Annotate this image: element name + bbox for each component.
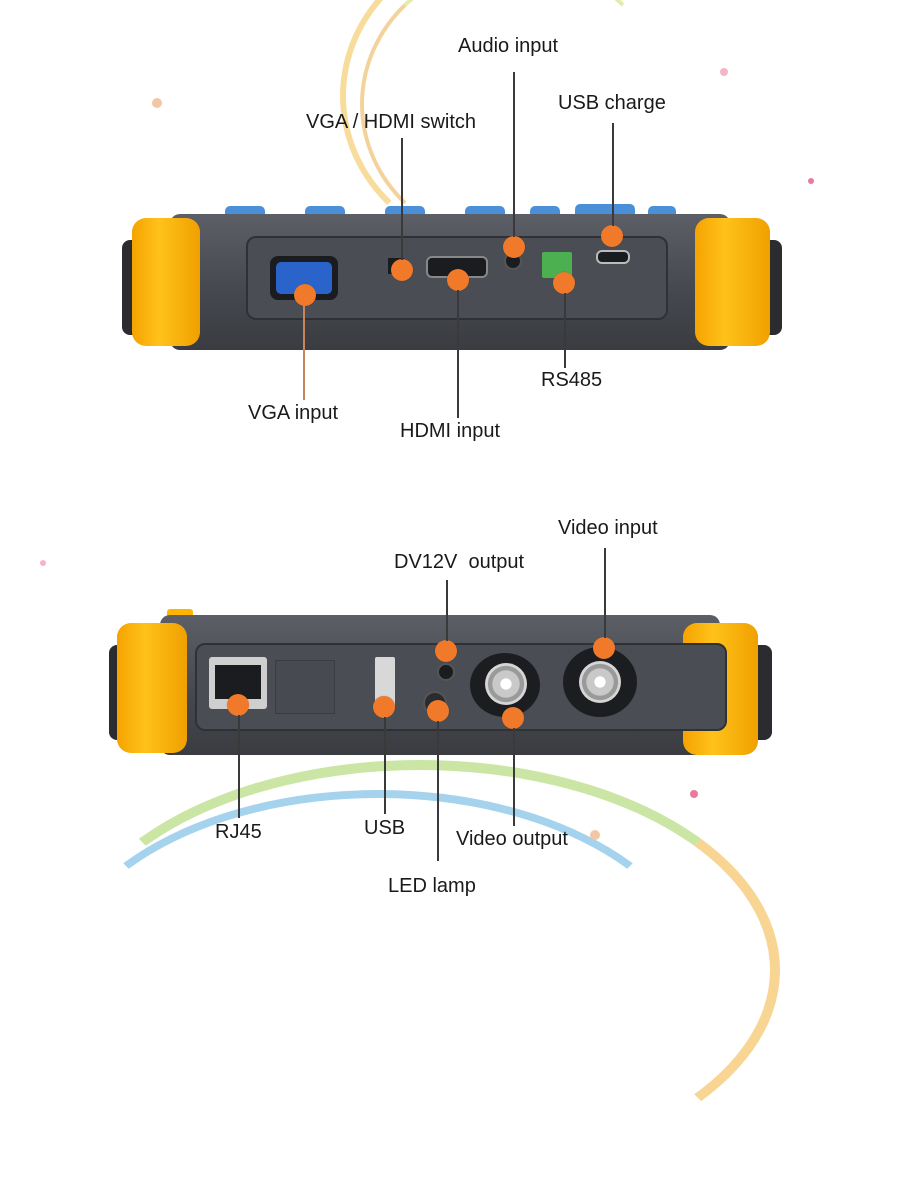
- marker-video-input: [593, 637, 615, 659]
- device-button: [575, 204, 635, 214]
- bumper-right: [695, 218, 770, 346]
- rj45-port: [209, 657, 267, 709]
- decorative-swoosh-top-2: [360, 0, 668, 248]
- usb-charge-port: [596, 250, 630, 264]
- bumper-left: [117, 623, 187, 753]
- device-button: [385, 206, 425, 216]
- decorative-swoosh-top: [340, 0, 672, 252]
- decorative-dot: [720, 68, 728, 76]
- dv12v-jack: [437, 663, 455, 681]
- label-vga-input: VGA input: [248, 402, 339, 424]
- leader-dv12v-output: [446, 580, 448, 641]
- diagram-canvas: Audio input USB charge VGA / HDMI switch…: [40, 0, 814, 1180]
- marker-usb-charge: [601, 225, 623, 247]
- marker-video-output: [502, 707, 524, 729]
- bumper-left: [132, 218, 200, 346]
- label-rs485: RS485: [541, 369, 603, 391]
- leader-video-output: [513, 728, 515, 826]
- label-video-output: Video output: [456, 828, 568, 850]
- label-hdmi-input: HDMI input: [400, 420, 501, 442]
- leader-led-lamp: [437, 721, 439, 861]
- decorative-dot: [152, 98, 162, 108]
- leader-hdmi-input: [457, 290, 459, 418]
- port-panel: [195, 643, 727, 731]
- marker-hdmi-input: [447, 269, 469, 291]
- device-bottom-edge: [105, 605, 775, 760]
- side-button: [167, 609, 193, 619]
- marker-rj45: [227, 694, 249, 716]
- marker-vga-input: [294, 284, 316, 306]
- device-button: [530, 206, 560, 216]
- decorative-swoosh-bottom-2: [50, 790, 706, 1186]
- device-button: [465, 206, 505, 216]
- leader-vga-hdmi-switch: [401, 138, 403, 260]
- marker-rs485: [553, 272, 575, 294]
- marker-audio-input: [503, 236, 525, 258]
- label-usb-charge: USB charge: [558, 92, 666, 114]
- decorative-dot: [690, 790, 698, 798]
- label-audio-input: Audio input: [458, 35, 559, 57]
- leader-audio-input: [513, 72, 515, 237]
- decorative-dot: [590, 830, 600, 840]
- label-usb: USB: [364, 817, 406, 839]
- label-vga-hdmi-switch: VGA / HDMI switch: [306, 111, 477, 133]
- marker-dv12v-output: [435, 640, 457, 662]
- leader-usb-charge: [612, 123, 614, 226]
- leader-rj45: [238, 715, 240, 818]
- leader-rs485: [564, 293, 566, 368]
- label-dv12v-output: DV12V output: [394, 551, 525, 573]
- decorative-dot: [808, 178, 814, 184]
- label-sticker: [275, 660, 335, 714]
- video-output-bnc: [485, 663, 527, 705]
- leader-video-input: [604, 548, 606, 638]
- vga-port: [270, 256, 338, 300]
- marker-vga-hdmi-switch: [391, 259, 413, 281]
- label-video-input: Video input: [558, 517, 658, 539]
- label-rj45: RJ45: [215, 821, 262, 843]
- marker-usb: [373, 696, 395, 718]
- device-button: [225, 206, 265, 216]
- leader-vga-input: [303, 305, 305, 400]
- video-input-bnc: [579, 661, 621, 703]
- marker-led-lamp: [427, 700, 449, 722]
- leader-usb: [384, 717, 386, 814]
- device-button: [305, 206, 345, 216]
- device-button: [648, 206, 676, 216]
- label-led-lamp: LED lamp: [388, 875, 476, 897]
- decorative-dot: [40, 560, 46, 566]
